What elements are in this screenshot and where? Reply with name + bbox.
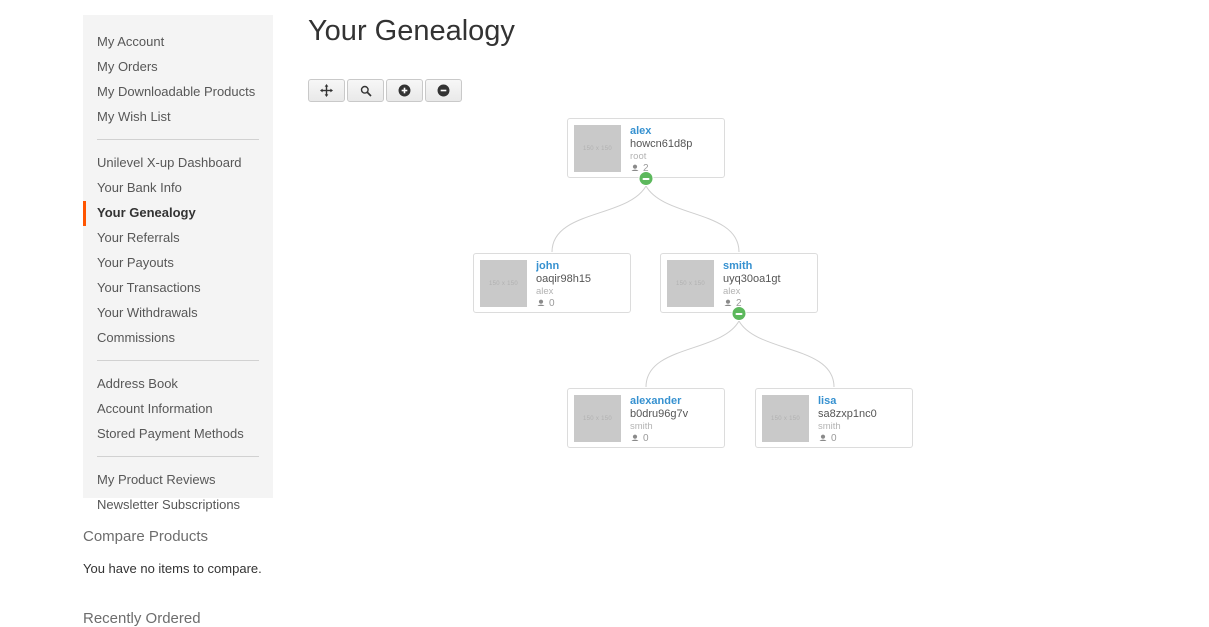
compare-products-title: Compare Products <box>83 528 209 545</box>
member-count: 2 <box>643 163 649 171</box>
sidebar-item-stored-payment-methods[interactable]: Stored Payment Methods <box>97 426 244 441</box>
sidebar-item-my-wish-list[interactable]: My Wish List <box>97 109 171 124</box>
sidebar-item-my-orders[interactable]: My Orders <box>97 59 158 74</box>
member-count: 2 <box>736 298 742 306</box>
sidebar-item-your-bank-info[interactable]: Your Bank Info <box>97 180 182 195</box>
compare-products-empty-message: You have no items to compare. <box>83 561 262 576</box>
member-count-row: 2 <box>630 163 692 171</box>
sidebar-item-my-product-reviews[interactable]: My Product Reviews <box>97 472 216 487</box>
tree-node-alexander[interactable]: 150 x 150 alexander b0dru96g7v smith 0 <box>567 388 725 448</box>
sidebar-item-address-book[interactable]: Address Book <box>97 376 178 391</box>
recently-ordered-title: Recently Ordered <box>83 610 201 627</box>
member-parent: alex <box>723 286 741 297</box>
member-name[interactable]: john <box>536 260 560 272</box>
member-id: uyq30oa1gt <box>723 273 781 285</box>
member-parent: smith <box>818 421 841 432</box>
collapse-toggle-icon[interactable] <box>731 306 747 321</box>
sidebar-divider <box>97 139 259 140</box>
person-icon <box>630 434 640 441</box>
member-avatar-placeholder: 150 x 150 <box>480 260 527 307</box>
member-avatar-placeholder: 150 x 150 <box>667 260 714 307</box>
member-avatar-placeholder: 150 x 150 <box>574 395 621 442</box>
sidebar-item-your-transactions[interactable]: Your Transactions <box>97 280 201 295</box>
member-avatar-placeholder: 150 x 150 <box>574 125 621 172</box>
account-sidebar: My Account My Orders My Downloadable Pro… <box>83 15 273 512</box>
member-parent: smith <box>630 421 653 432</box>
member-avatar-placeholder: 150 x 150 <box>762 395 809 442</box>
member-name[interactable]: alexander <box>630 395 682 407</box>
page-title: Your Genealogy <box>308 15 515 47</box>
person-icon <box>536 299 546 306</box>
sidebar-item-your-payouts[interactable]: Your Payouts <box>97 255 174 270</box>
sidebar-divider <box>97 360 259 361</box>
search-icon <box>360 85 372 97</box>
minus-circle-icon <box>437 84 450 97</box>
sidebar-item-your-withdrawals[interactable]: Your Withdrawals <box>97 305 198 320</box>
member-count-row: 0 <box>818 433 877 441</box>
member-parent: root <box>630 151 647 162</box>
tree-node-smith[interactable]: 150 x 150 smith uyq30oa1gt alex 2 <box>660 253 818 321</box>
member-count: 0 <box>643 433 649 441</box>
sidebar-item-unilevel-xup-dashboard[interactable]: Unilevel X-up Dashboard <box>97 155 242 170</box>
member-count-row: 2 <box>723 298 781 306</box>
search-button[interactable] <box>347 79 384 102</box>
sidebar-item-your-genealogy[interactable]: Your Genealogy <box>83 201 259 226</box>
pan-button[interactable] <box>308 79 345 102</box>
member-name[interactable]: alex <box>630 125 652 137</box>
person-icon <box>630 164 640 171</box>
tree-node-john[interactable]: 150 x 150 john oaqir98h15 alex 0 <box>473 253 631 313</box>
tree-node-alex[interactable]: 150 x 150 alex howcn61d8p root 2 <box>567 118 725 186</box>
tree-node-lisa[interactable]: 150 x 150 lisa sa8zxp1nc0 smith 0 <box>755 388 913 448</box>
recently-ordered-block: Recently Ordered <box>83 610 201 627</box>
person-icon <box>818 434 828 441</box>
sidebar-item-commissions[interactable]: Commissions <box>97 330 176 345</box>
member-name[interactable]: lisa <box>818 395 837 407</box>
compare-products-block: Compare Products <box>83 528 208 545</box>
member-parent: alex <box>536 286 554 297</box>
account-nav: My Account My Orders My Downloadable Pro… <box>83 30 259 518</box>
member-id: oaqir98h15 <box>536 273 592 285</box>
member-name[interactable]: smith <box>723 260 753 272</box>
member-count-row: 0 <box>630 433 688 441</box>
member-id: b0dru96g7v <box>630 408 689 420</box>
zoom-out-button[interactable] <box>425 79 462 102</box>
sidebar-item-account-information[interactable]: Account Information <box>97 401 213 416</box>
member-id: howcn61d8p <box>630 138 693 150</box>
sidebar-divider <box>97 456 259 457</box>
member-id: sa8zxp1nc0 <box>818 408 877 420</box>
sidebar-item-my-downloadable-products[interactable]: My Downloadable Products <box>97 84 256 99</box>
member-count-row: 0 <box>536 298 591 306</box>
plus-circle-icon <box>398 84 411 97</box>
genealogy-toolbar <box>308 79 462 102</box>
sidebar-item-newsletter-subscriptions[interactable]: Newsletter Subscriptions <box>97 497 241 512</box>
member-count: 0 <box>831 433 837 441</box>
move-icon <box>320 84 333 97</box>
sidebar-item-my-account[interactable]: My Account <box>97 34 165 49</box>
member-count: 0 <box>549 298 555 306</box>
sidebar-item-your-referrals[interactable]: Your Referrals <box>97 230 180 245</box>
person-icon <box>723 299 733 306</box>
zoom-in-button[interactable] <box>386 79 423 102</box>
collapse-toggle-icon[interactable] <box>638 171 654 186</box>
